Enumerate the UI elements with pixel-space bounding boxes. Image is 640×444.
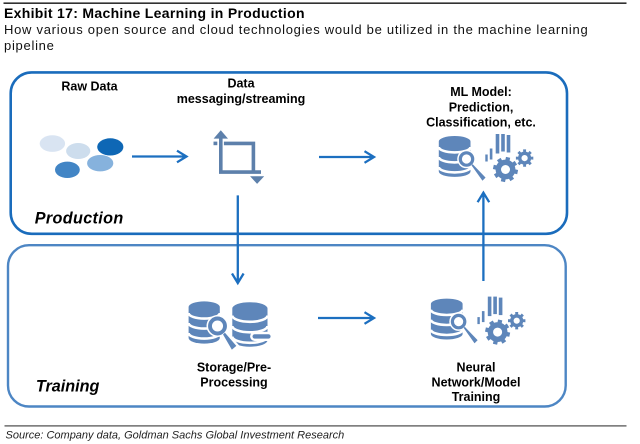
svg-text:Training: Training bbox=[36, 378, 100, 396]
svg-text:Network/Model: Network/Model bbox=[432, 376, 521, 390]
svg-text:Neural: Neural bbox=[457, 361, 496, 375]
svg-text:Source: Company data, Goldman: Source: Company data, Goldman Sachs Glob… bbox=[6, 430, 345, 442]
svg-text:Data: Data bbox=[227, 77, 255, 91]
svg-text:ML Model:: ML Model: bbox=[450, 85, 512, 99]
svg-text:Classification, etc.: Classification, etc. bbox=[426, 116, 536, 130]
svg-text:Exhibit 17: Machine Learning i: Exhibit 17: Machine Learning in Producti… bbox=[4, 5, 305, 21]
svg-text:Prediction,: Prediction, bbox=[449, 101, 514, 115]
svg-text:How various open source and cl: How various open source and cloud techno… bbox=[4, 22, 588, 37]
svg-text:Storage/Pre-: Storage/Pre- bbox=[197, 361, 271, 375]
svg-text:Processing: Processing bbox=[200, 376, 267, 390]
svg-text:Production: Production bbox=[35, 209, 124, 227]
svg-text:pipeline: pipeline bbox=[4, 38, 55, 53]
svg-text:messaging/streaming: messaging/streaming bbox=[177, 92, 306, 106]
svg-text:Training: Training bbox=[452, 390, 501, 404]
svg-text:Raw Data: Raw Data bbox=[61, 80, 118, 94]
